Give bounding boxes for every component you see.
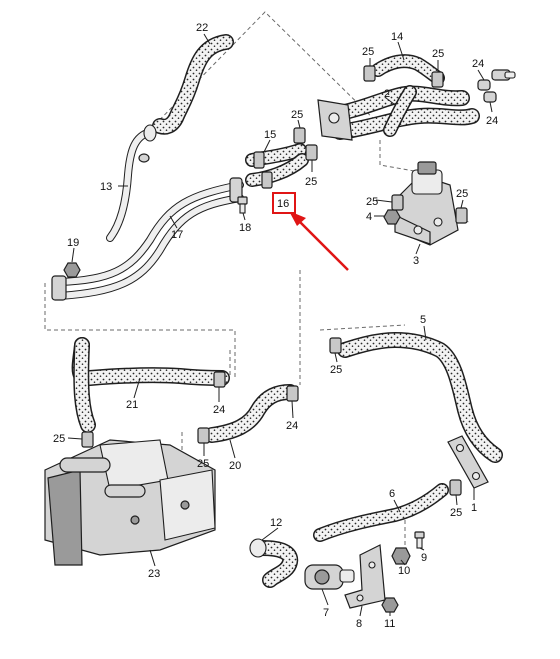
label-25[interactable]: 25 — [366, 196, 378, 208]
label-24[interactable]: 24 — [286, 420, 298, 432]
label-19[interactable]: 19 — [67, 237, 79, 249]
label-13[interactable]: 13 — [100, 181, 112, 193]
flange-1 — [447, 435, 489, 489]
label-15[interactable]: 15 — [264, 129, 276, 141]
label-18[interactable]: 18 — [239, 222, 251, 234]
label-4[interactable]: 4 — [366, 211, 372, 223]
leader-lines — [67, 33, 493, 617]
label-24[interactable]: 24 — [486, 115, 498, 127]
label-9[interactable]: 9 — [421, 552, 427, 564]
pipe-13 — [106, 124, 157, 242]
hose-16 — [245, 153, 309, 189]
label-14[interactable]: 14 — [391, 31, 403, 43]
highlight-arrow — [289, 211, 349, 271]
hose-5 — [337, 332, 503, 463]
highlight-box — [272, 192, 296, 214]
label-23[interactable]: 23 — [148, 568, 160, 580]
nut-19 — [63, 262, 81, 278]
nut-4 — [383, 209, 401, 225]
hose-22 — [152, 34, 234, 135]
label-17[interactable]: 17 — [171, 229, 183, 241]
label-25[interactable]: 25 — [450, 507, 462, 519]
label-7[interactable]: 7 — [323, 607, 329, 619]
manifold-2 — [317, 85, 480, 141]
label-25[interactable]: 25 — [330, 364, 342, 376]
label-21[interactable]: 21 — [126, 399, 138, 411]
label-25[interactable]: 25 — [456, 188, 468, 200]
label-20[interactable]: 20 — [229, 460, 241, 472]
label-25[interactable]: 25 — [432, 48, 444, 60]
hose-15 — [245, 143, 307, 169]
unit-23 — [44, 439, 216, 566]
hose-20 — [204, 384, 298, 443]
nut-11 — [381, 597, 399, 613]
bolt-18 — [237, 196, 248, 214]
fittings-24-upper — [477, 69, 516, 103]
label-22[interactable]: 22 — [196, 22, 208, 34]
pipe-17 — [51, 177, 244, 301]
label-24[interactable]: 24 — [472, 58, 484, 70]
bolt-9 — [414, 531, 425, 549]
label-25[interactable]: 25 — [197, 458, 209, 470]
part-labels: 22 14 25 25 24 24 2 25 15 25 13 16 25 25… — [53, 22, 498, 630]
label-6[interactable]: 6 — [389, 488, 395, 500]
hose-21 — [71, 337, 230, 433]
label-25[interactable]: 25 — [362, 46, 374, 58]
hose-6 — [313, 483, 449, 542]
label-8[interactable]: 8 — [356, 618, 362, 630]
label-25[interactable]: 25 — [305, 176, 317, 188]
label-10[interactable]: 10 — [398, 565, 410, 577]
label-5[interactable]: 5 — [420, 314, 426, 326]
label-24[interactable]: 24 — [213, 404, 225, 416]
bracket-8 — [344, 544, 386, 609]
label-1[interactable]: 1 — [471, 502, 477, 514]
pump-7 — [304, 564, 355, 590]
valve-assembly-3 — [394, 161, 459, 246]
nut-10 — [391, 547, 411, 565]
label-11[interactable]: 11 — [384, 618, 395, 630]
clamps-25 — [81, 65, 468, 496]
label-2[interactable]: 2 — [384, 88, 390, 100]
label-16[interactable]: 16 — [277, 198, 289, 210]
hose-12 — [249, 538, 299, 588]
label-25[interactable]: 25 — [53, 433, 65, 445]
label-12[interactable]: 12 — [270, 517, 282, 529]
label-3[interactable]: 3 — [413, 255, 419, 267]
label-25[interactable]: 25 — [291, 109, 303, 121]
hose-14 — [371, 54, 445, 85]
